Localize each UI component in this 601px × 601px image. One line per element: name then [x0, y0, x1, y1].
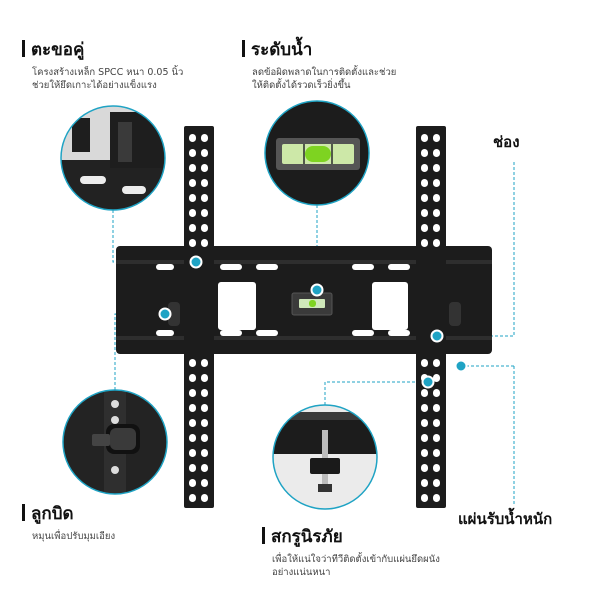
arm-hole [189, 164, 196, 172]
arm-hole [201, 209, 208, 217]
arm-hole [433, 449, 440, 457]
arm-hole [421, 464, 428, 472]
arm-hole [201, 239, 208, 247]
arm-hole [189, 134, 196, 142]
arm-hole [433, 209, 440, 217]
arm-hole [201, 389, 208, 397]
arm-hole [201, 359, 208, 367]
arm-hole [189, 494, 196, 502]
arm-hole [201, 179, 208, 187]
level-detail-circle [264, 100, 370, 206]
screw-desc-2: อย่างแน่นหนา [272, 567, 331, 578]
screw-desc-1: เพื่อให้แน่ใจว่าทีวีติดตั้งเข้ากับแผ่นยึ… [272, 554, 440, 565]
arm-hole [189, 209, 196, 217]
arm-hole [433, 149, 440, 157]
arm-hole [433, 494, 440, 502]
arm-hole [433, 224, 440, 232]
plate-knobs [168, 302, 461, 326]
arm-hole [189, 179, 196, 187]
arm-hole [201, 404, 208, 412]
knob-detail-circle [62, 389, 168, 495]
arm-hole [433, 464, 440, 472]
arm-hole [189, 194, 196, 202]
arm-hole [433, 479, 440, 487]
slot-label: ช่อง [493, 133, 520, 151]
arm-hole [421, 359, 428, 367]
arm-hole [421, 239, 428, 247]
arm-hole [421, 179, 428, 187]
arm-hole [421, 224, 428, 232]
arm-hole [433, 374, 440, 382]
level-title: ระดับน้ำ [242, 40, 396, 60]
arm-hole [433, 404, 440, 412]
arm-hole [201, 449, 208, 457]
arm-hole [201, 419, 208, 427]
arm-hole [189, 449, 196, 457]
plate-level [291, 292, 333, 316]
arm-hole [421, 389, 428, 397]
connector-dots [158, 255, 468, 389]
arm-hole [201, 374, 208, 382]
arm-hole [421, 134, 428, 142]
hook-callout: ตะขอคู่ โครงสร้างเหล็ก SPCC หนา 0.05 นิ้… [22, 40, 183, 92]
arm-hole [421, 449, 428, 457]
arm-hole [421, 149, 428, 157]
arm-hole [201, 494, 208, 502]
arm-hole [201, 149, 208, 157]
arm-hole [433, 434, 440, 442]
arm-hole [421, 434, 428, 442]
arm-hole [189, 479, 196, 487]
arm-hole [201, 434, 208, 442]
arm-hole [433, 419, 440, 427]
hook-title: ตะขอคู่ [22, 40, 183, 60]
right-arm [416, 126, 446, 508]
arm-hole [201, 164, 208, 172]
level-desc-2: ให้ติดตั้งได้รวดเร็วยิ่งขึ้น [252, 80, 351, 91]
screw-callout: สกรูนิรภัย เพื่อให้แน่ใจว่าทีวีติดตั้งเข… [262, 527, 440, 579]
arm-hole [189, 464, 196, 472]
arm-hole [201, 464, 208, 472]
arm-hole [189, 239, 196, 247]
level-desc-1: ลดข้อผิดพลาดในการติดตั้งและช่วย [252, 67, 397, 78]
arm-hole [433, 194, 440, 202]
arm-hole [189, 389, 196, 397]
hook-desc-1: โครงสร้างเหล็ก SPCC หนา 0.05 นิ้ว [32, 67, 184, 78]
arm-hole [421, 419, 428, 427]
arm-hole [201, 194, 208, 202]
hook-detail-circle [60, 105, 166, 211]
arm-hole [421, 164, 428, 172]
level-callout: ระดับน้ำ ลดข้อผิดพลาดในการติดตั้งและช่วย… [242, 40, 396, 92]
arm-hole [201, 224, 208, 232]
arm-hole [433, 239, 440, 247]
arm-hole [189, 224, 196, 232]
screw-detail-circle [272, 404, 378, 510]
knob-desc-1: หมุนเพื่อปรับมุมเอียง [32, 531, 116, 542]
arm-hole [189, 419, 196, 427]
arm-hole [433, 164, 440, 172]
arm-hole [433, 359, 440, 367]
arm-hole [421, 479, 428, 487]
knob-title: ลูกบิด [22, 504, 115, 524]
arm-hole [201, 134, 208, 142]
arm-hole [421, 404, 428, 412]
screw-title: สกรูนิรภัย [262, 527, 440, 547]
arm-hole [189, 404, 196, 412]
arm-hole [201, 479, 208, 487]
arm-hole [189, 149, 196, 157]
arm-hole [421, 209, 428, 217]
arm-hole [189, 374, 196, 382]
hook-desc-2: ช่วยให้ยึดเกาะได้อย่างแข็งแรง [32, 80, 157, 91]
arm-hole [421, 194, 428, 202]
arm-hole [189, 359, 196, 367]
arm-hole [421, 494, 428, 502]
arm-hole [433, 389, 440, 397]
arm-hole [189, 434, 196, 442]
arm-hole [433, 134, 440, 142]
plate-label: แผ่นรับน้ำหนัก [458, 510, 553, 528]
knob-callout: ลูกบิด หมุนเพื่อปรับมุมเอียง [22, 504, 115, 543]
left-arm [184, 126, 214, 508]
arm-hole [433, 179, 440, 187]
